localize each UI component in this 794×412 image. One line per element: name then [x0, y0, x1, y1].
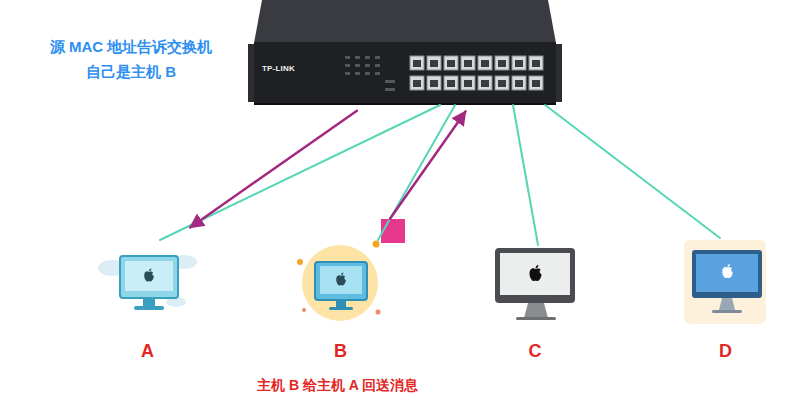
base [329, 307, 353, 310]
screen [125, 261, 173, 291]
computer-c [495, 248, 575, 320]
stand [336, 300, 346, 307]
apple-logo [144, 269, 154, 282]
host-box: D [683, 238, 768, 323]
switch-box: TP-LINK [255, 0, 555, 105]
screen [320, 266, 362, 294]
monitor [120, 256, 178, 298]
computer-b [297, 241, 381, 322]
switch-front [254, 42, 556, 105]
host-label: A [105, 340, 190, 362]
halo [302, 245, 378, 321]
monitor [495, 248, 575, 303]
annotation-text: 源 MAC 地址告诉交换机 自己是主机 B [45, 34, 217, 84]
message-arrow [390, 112, 466, 219]
caption-note: 主机 B 给主机 A 回送消息 [257, 376, 418, 394]
base [134, 306, 164, 310]
monitor [315, 262, 367, 300]
dot [373, 241, 380, 248]
link-line [160, 105, 440, 240]
host-label: D [683, 340, 768, 362]
switch-drawing [248, 0, 562, 105]
apple-logo [530, 265, 542, 281]
base [712, 310, 742, 313]
stand [524, 303, 548, 318]
apple-logo [722, 264, 732, 278]
message-arrow [190, 111, 357, 228]
dot [302, 308, 306, 312]
link-line [545, 105, 720, 238]
brand-text: TP-LINK [262, 64, 295, 73]
frame-square [381, 219, 405, 243]
backdrop [684, 240, 766, 324]
host-box: C [493, 245, 577, 323]
stand [143, 298, 155, 306]
computer-a [98, 255, 197, 310]
host-label: C [493, 340, 577, 362]
monitor [692, 250, 762, 298]
host-box: B [298, 240, 383, 325]
switch-leds [345, 56, 395, 91]
switch-edge [254, 103, 556, 105]
host-box: A [105, 240, 190, 325]
switch-ports [410, 56, 543, 90]
link-line [513, 105, 538, 245]
dot [297, 259, 303, 265]
stand [719, 298, 735, 310]
screen [696, 254, 758, 292]
switch-top [254, 0, 556, 43]
port-notches [413, 60, 540, 87]
computer-d [684, 240, 766, 324]
apple-logo [336, 273, 346, 286]
host-label: B [298, 340, 383, 362]
screen [500, 253, 570, 295]
dot [376, 310, 381, 315]
base [516, 317, 556, 320]
